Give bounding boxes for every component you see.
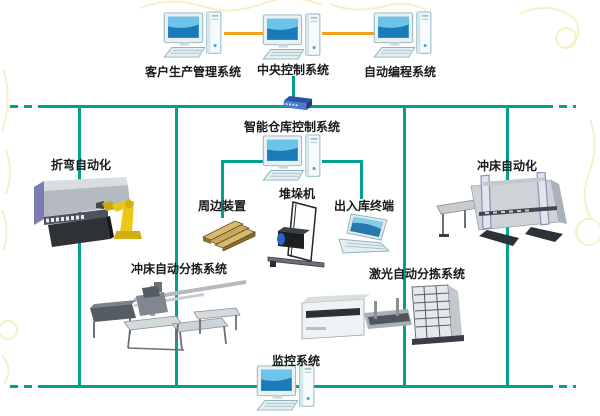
monitoring-computer-icon: [256, 364, 318, 412]
label-punch-automation: 冲床自动化: [476, 159, 538, 173]
customer-computer-icon: [163, 11, 225, 59]
drop-line-laser-sorting: [403, 105, 406, 388]
warehouse-branch-right-v: [360, 160, 363, 199]
punch-machine-image: [435, 172, 573, 250]
label-customer-production-management-system: 客户生产管理系统: [144, 65, 242, 79]
label-automatic-programming-system: 自动编程系统: [363, 65, 437, 79]
central-computer-icon: [262, 13, 324, 61]
punch-sorting-line-image: [84, 278, 248, 356]
warehouse-computer-icon: [262, 134, 324, 182]
bus-top-dash-left: [10, 105, 48, 108]
warehouse-branch-left-v: [221, 160, 224, 218]
label-punch-auto-sorting-system: 冲床自动分拣系统: [130, 262, 228, 276]
central-to-switch-line: [292, 76, 295, 106]
orange-link-left: [224, 32, 272, 35]
stacker-crane-icon: [266, 201, 328, 269]
bus-top-dash-right: [545, 105, 576, 108]
label-inout-warehouse-terminal: 出入库终端: [333, 199, 395, 213]
warehouse-branch-left-h: [221, 160, 264, 163]
laser-sorting-line-image: [300, 283, 468, 349]
drop-line-bending: [78, 105, 81, 388]
drop-line-punch: [506, 105, 509, 388]
laptop-icon: [335, 213, 393, 257]
label-monitoring-system: 监控系统: [271, 354, 321, 368]
bending-machine-image: [32, 175, 150, 249]
network-switch-icon: [281, 95, 313, 112]
programming-computer-icon: [373, 11, 435, 59]
drop-line-punch-sorting: [175, 105, 178, 388]
bus-bottom-dash-right: [545, 385, 576, 388]
pallet-icon: [201, 215, 259, 251]
warehouse-branch-right-h: [322, 160, 363, 163]
label-laser-auto-sorting-system: 激光自动分拣系统: [368, 267, 466, 281]
label-peripheral-device: 周边装置: [197, 199, 247, 213]
label-central-control-system: 中央控制系统: [256, 63, 330, 77]
label-bending-automation: 折弯自动化: [50, 158, 112, 172]
orange-link-right: [322, 32, 375, 35]
label-stacker-crane: 堆垛机: [278, 187, 316, 201]
bus-bottom-dash-left: [10, 385, 48, 388]
label-intelligent-warehouse-control-system: 智能仓库控制系统: [243, 120, 341, 134]
